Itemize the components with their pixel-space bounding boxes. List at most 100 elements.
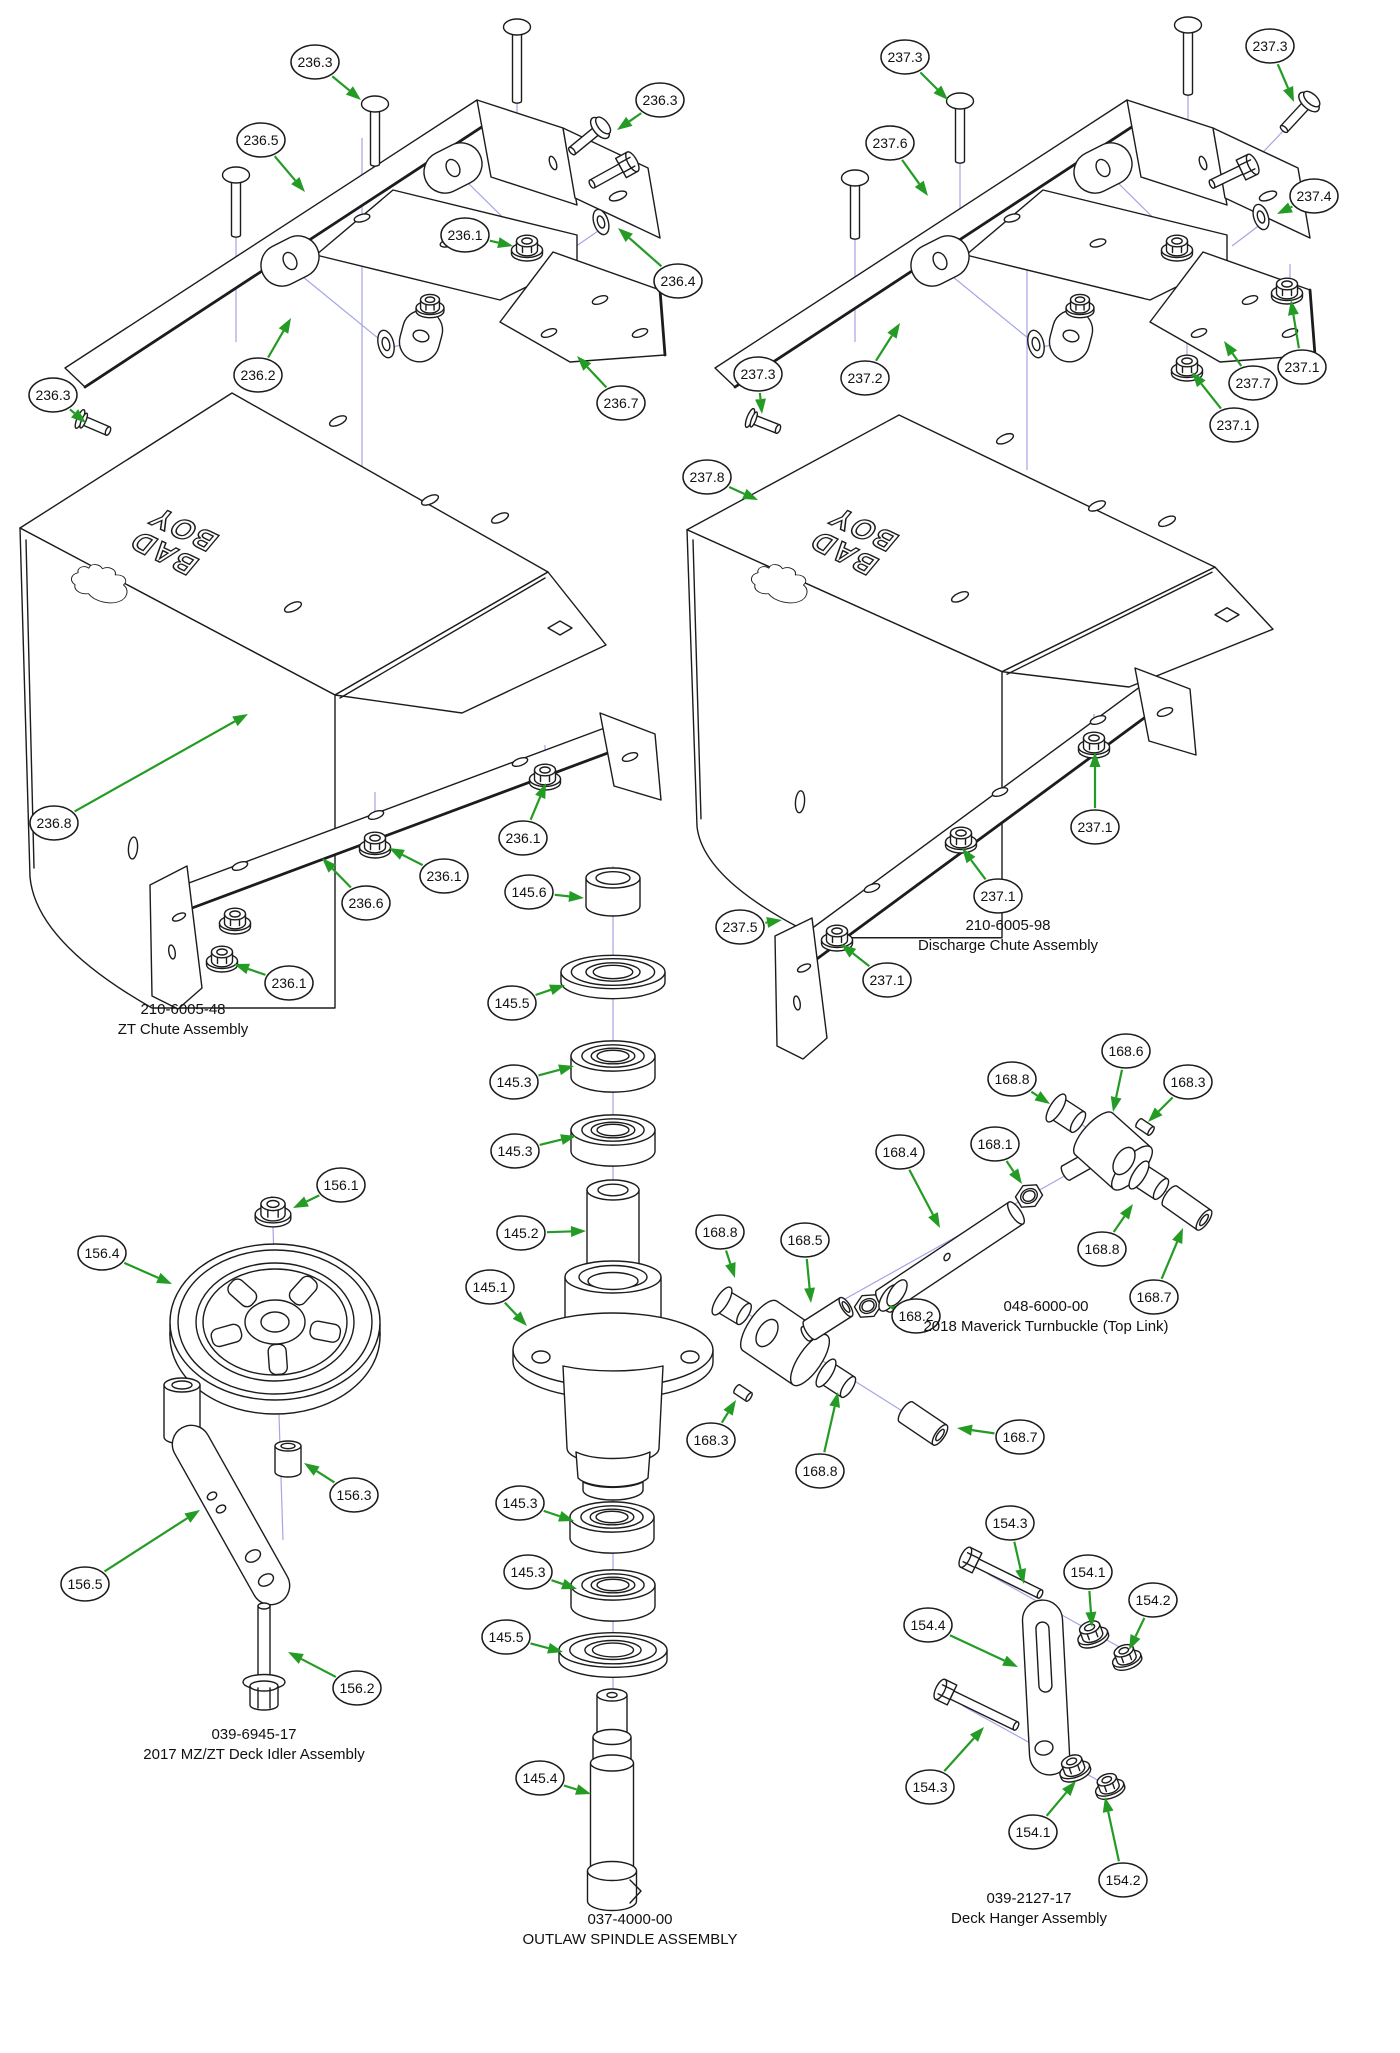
grease-seal (560, 954, 666, 1000)
rod-collar (886, 1279, 908, 1307)
mount-bar-edge (808, 694, 1176, 966)
svg-text:236.7: 236.7 (603, 395, 638, 411)
assembly-outlaw-spindle-assembly: 145.6145.5145.3145.3145.2145.1145.3145.3… (465, 866, 738, 1948)
svg-text:156.2: 156.2 (339, 1680, 374, 1696)
callout-237.4: 237.4 (1277, 178, 1339, 214)
callout-237.1: 237.1 (1192, 372, 1259, 443)
svg-text:236.5: 236.5 (243, 132, 278, 148)
callout-237.1: 237.1 (841, 944, 912, 998)
slot-hole (796, 963, 812, 973)
flange-nut (415, 293, 445, 319)
slot-hole (608, 190, 628, 202)
svg-text:236.3: 236.3 (642, 92, 677, 108)
svg-text:236.1: 236.1 (426, 868, 461, 884)
jam-nut (853, 1294, 883, 1318)
flange-nut (820, 924, 854, 952)
callout-236.3: 236.3 (28, 377, 86, 423)
carriage-bolt (221, 166, 251, 238)
svg-text:156.5: 156.5 (67, 1576, 102, 1592)
jam-nut (1014, 1184, 1044, 1208)
pivot-tab (423, 142, 483, 194)
side-plate (476, 99, 578, 206)
spindle-shaft (586, 1688, 642, 1912)
coupler-bore (755, 1318, 779, 1348)
slot-hole (792, 995, 802, 1011)
svg-text:168.8: 168.8 (802, 1463, 837, 1479)
callout-168.8: 168.8 (795, 1392, 845, 1489)
callout-236.2: 236.2 (233, 318, 291, 393)
svg-text:145.3: 145.3 (502, 1495, 537, 1511)
hex-bolt (588, 151, 640, 189)
callout-168.7: 168.7 (1129, 1228, 1183, 1315)
callout-154.4: 154.4 (903, 1607, 1018, 1667)
flat-washer (377, 329, 395, 359)
callout-145.5: 145.5 (481, 1619, 563, 1655)
svg-text:154.1: 154.1 (1070, 1564, 1105, 1580)
svg-text:236.4: 236.4 (660, 273, 695, 289)
svg-text:210-6005-48: 210-6005-48 (140, 1001, 225, 1018)
svg-text:236.3: 236.3 (297, 54, 332, 70)
slot-hole (171, 912, 187, 922)
svg-text:237.1: 237.1 (1077, 819, 1112, 835)
coupler-bore (1112, 1146, 1136, 1176)
svg-text:237.1: 237.1 (1284, 359, 1319, 375)
callout-237.1: 237.1 (962, 848, 1023, 914)
callout-237.8: 237.8 (682, 459, 758, 500)
axis-line (1231, 223, 1262, 247)
svg-text:145.5: 145.5 (488, 1629, 523, 1645)
callout-168.5: 168.5 (780, 1222, 830, 1303)
callout-168.3: 168.3 (1148, 1064, 1213, 1122)
spindle-hub (512, 1260, 714, 1501)
mount-bar-edge (182, 739, 642, 913)
slot-hole (1156, 706, 1174, 718)
svg-text:168.3: 168.3 (693, 1432, 728, 1448)
svg-text:154.3: 154.3 (992, 1515, 1027, 1531)
svg-text:037-4000-00: 037-4000-00 (587, 1911, 672, 1928)
pivot-tab (398, 309, 444, 363)
svg-text:039-6945-17: 039-6945-17 (211, 1726, 296, 1743)
callout-237.1: 237.1 (1070, 752, 1120, 845)
ball-bearing (570, 1569, 656, 1622)
svg-text:ZT Chute Assembly: ZT Chute Assembly (118, 1021, 249, 1038)
svg-text:236.1: 236.1 (447, 227, 482, 243)
svg-text:154.2: 154.2 (1105, 1872, 1140, 1888)
svg-text:Discharge Chute Assembly: Discharge Chute Assembly (918, 937, 1099, 954)
spacer-bushing (585, 867, 641, 917)
callout-154.1: 154.1 (1008, 1781, 1076, 1850)
callout-168.8: 168.8 (987, 1061, 1050, 1104)
callout-236.8: 236.8 (29, 714, 248, 841)
callout-168.7: 168.7 (957, 1419, 1045, 1455)
ball-bearing (569, 1501, 655, 1554)
slot-hole (511, 756, 529, 768)
callout-145.3: 145.3 (490, 1133, 576, 1169)
bar-end-plate (774, 917, 828, 1060)
flat-washer (1252, 203, 1270, 231)
callout-236.4: 236.4 (618, 228, 703, 299)
bushing-flange (1128, 1160, 1150, 1190)
callout-168.3: 168.3 (686, 1400, 736, 1458)
svg-text:168.7: 168.7 (1136, 1289, 1171, 1305)
svg-text:154.3: 154.3 (912, 1779, 947, 1795)
spacer-bushing (274, 1440, 302, 1478)
flange-nut (205, 945, 239, 973)
svg-text:237.3: 237.3 (887, 49, 922, 65)
svg-text:168.8: 168.8 (994, 1071, 1029, 1087)
callout-236.6: 236.6 (322, 858, 391, 921)
svg-text:048-6000-00: 048-6000-00 (1003, 1298, 1088, 1315)
callout-156.3: 156.3 (304, 1463, 379, 1513)
svg-text:145.5: 145.5 (494, 995, 529, 1011)
callout-154.2: 154.2 (1128, 1582, 1178, 1650)
svg-text:154.4: 154.4 (910, 1617, 945, 1633)
svg-text:2017 MZ/ZT Deck Idler Assembly: 2017 MZ/ZT Deck Idler Assembly (143, 1746, 365, 1763)
svg-text:168.8: 168.8 (702, 1224, 737, 1240)
coupler-body (1073, 1111, 1153, 1191)
callout-237.5: 237.5 (715, 909, 782, 945)
pivot-tube (1161, 1185, 1213, 1231)
callout-168.1: 168.1 (970, 1126, 1022, 1184)
callout-145.2: 145.2 (496, 1215, 586, 1251)
callout-145.5: 145.5 (487, 984, 565, 1021)
pivot-tube (897, 1401, 949, 1446)
